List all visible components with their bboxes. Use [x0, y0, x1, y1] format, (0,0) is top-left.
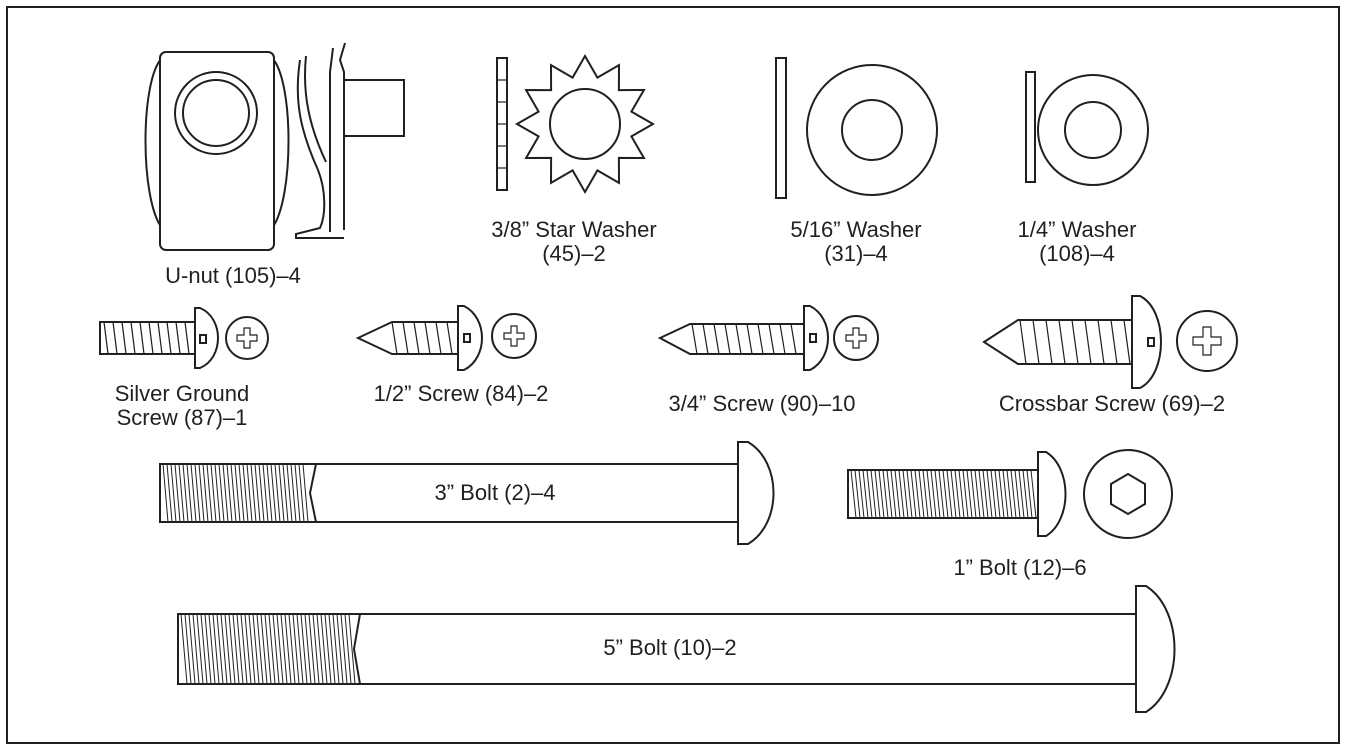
washer-14-label-line1: 1/4” Washer — [1017, 217, 1137, 242]
screw-34-drawing — [657, 305, 879, 371]
diagram-frame — [6, 6, 1340, 744]
star-washer-drawing — [496, 53, 656, 195]
silver-ground-screw-drawing — [99, 307, 269, 369]
star-washer-label-line2: (45)–2 — [542, 241, 606, 266]
star-washer-label: 3/8” Star Washer (45)–2 — [474, 218, 674, 266]
bolt-1-drawing — [847, 449, 1173, 539]
screw-12-label-line1: 1/2” Screw (84)–2 — [373, 381, 549, 406]
washer-516-label-line1: 5/16” Washer — [790, 217, 922, 242]
bolt-1-label-line1: 1” Bolt (12)–6 — [953, 555, 1087, 580]
screw-12-label: 1/2” Screw (84)–2 — [356, 382, 566, 406]
bolt-3-label-line1: 3” Bolt (2)–4 — [434, 480, 556, 505]
screw-34-label-line1: 3/4” Screw (90)–10 — [668, 391, 856, 416]
unut-label-line1: U-nut (105)–4 — [165, 263, 301, 288]
unut-front-drawing — [144, 51, 290, 251]
washer-516-label-line2: (31)–4 — [824, 241, 888, 266]
bolt-5-label-line1: 5” Bolt (10)–2 — [603, 635, 737, 660]
crossbar-screw-label: Crossbar Screw (69)–2 — [972, 392, 1252, 416]
bolt-5-label: 5” Bolt (10)–2 — [580, 636, 760, 660]
silver-ground-screw-label: Silver Ground Screw (87)–1 — [92, 382, 272, 430]
unut-label: U-nut (105)–4 — [148, 264, 318, 288]
silver-ground-screw-label-line1: Silver Ground — [114, 381, 250, 406]
crossbar-screw-drawing — [982, 295, 1238, 389]
washer-516-label: 5/16” Washer (31)–4 — [766, 218, 946, 266]
silver-ground-screw-label-line2: Screw (87)–1 — [116, 405, 248, 430]
crossbar-screw-label-line1: Crossbar Screw (69)–2 — [998, 391, 1226, 416]
washer-14-label: 1/4” Washer (108)–4 — [1002, 218, 1152, 266]
bolt-3-drawing — [159, 441, 775, 545]
unut-side-drawing — [295, 42, 405, 239]
screw-12-drawing — [355, 305, 537, 371]
bolt-3-label: 3” Bolt (2)–4 — [410, 481, 580, 505]
screw-34-label: 3/4” Screw (90)–10 — [652, 392, 872, 416]
washer-14-drawing — [1025, 71, 1149, 186]
star-washer-label-line1: 3/8” Star Washer — [491, 217, 657, 242]
bolt-5-drawing — [177, 585, 1176, 713]
washer-516-drawing — [775, 57, 938, 199]
bolt-1-label: 1” Bolt (12)–6 — [920, 556, 1120, 580]
washer-14-label-line2: (108)–4 — [1039, 241, 1115, 266]
